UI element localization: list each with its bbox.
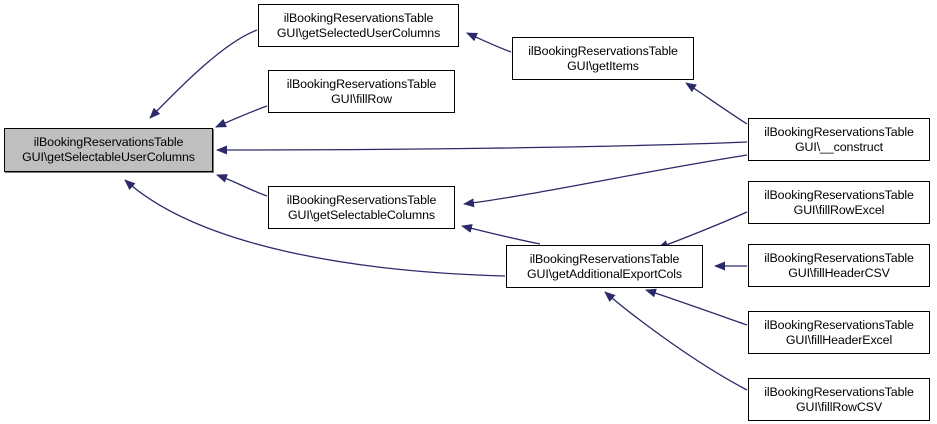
node-label-line1: ilBookingReservationsTable <box>33 135 184 149</box>
node-getAdditionalExportCols[interactable]: ilBookingReservationsTable GUI\getAdditi… <box>506 245 703 288</box>
edge-fillRow-to-getSelectableUserColumns <box>215 105 268 128</box>
node-fillRowCSV[interactable]: ilBookingReservationsTable GUI\fillRowCS… <box>748 378 930 421</box>
node-label-line2: GUI\fillRow <box>331 91 392 106</box>
edge-construct-to-getSelectableColumns <box>463 154 748 208</box>
edge-construct-to-getSelectableUserColumns <box>216 141 748 155</box>
node-label-line1: ilBookingReservationsTable <box>764 124 914 139</box>
edge-fillRowCSV-to-getAdditionalExportCols <box>604 291 748 391</box>
node-label-line2: GUI\fillHeaderExcel <box>785 332 893 347</box>
node-label-line2: GUI\fillRowExcel <box>793 202 885 217</box>
node-label-line1: ilBookingReservationsTable <box>529 251 680 266</box>
node-getItems[interactable]: ilBookingReservationsTable GUI\getItems <box>512 37 694 80</box>
node-fillHeaderExcel[interactable]: ilBookingReservationsTable GUI\fillHeade… <box>748 311 930 354</box>
node-label-line1: ilBookingReservationsTable <box>283 10 434 25</box>
node-fillRowExcel[interactable]: ilBookingReservationsTable GUI\fillRowEx… <box>748 181 930 224</box>
node-label-line1: ilBookingReservationsTable <box>286 76 437 91</box>
node-label-line2: GUI\getSelectableColumns <box>287 207 436 222</box>
node-getSelectedUserColumns[interactable]: ilBookingReservationsTable GUI\getSelect… <box>258 4 459 47</box>
node-getSelectableUserColumns[interactable]: ilBookingReservationsTable GUI\getSelect… <box>4 128 213 172</box>
edge-fillRowExcel-to-getAdditionalExportCols <box>657 211 748 249</box>
edge-getSelectableColumns-to-getSelectableUserColumns <box>216 174 268 197</box>
node-label-line2: GUI\fillHeaderCSV <box>788 265 890 280</box>
edge-getSelectedUserColumns-to-getSelectableUserColumns <box>149 29 258 119</box>
node-label-line2: GUI\fillRowCSV <box>795 399 883 414</box>
node-label-line1: ilBookingReservationsTable <box>764 187 914 202</box>
node-label-line2: GUI\getSelectedUserColumns <box>276 25 441 40</box>
edge-fillHeaderExcel-to-getAdditionalExportCols <box>645 288 748 326</box>
node-label-line1: ilBookingReservationsTable <box>286 192 437 207</box>
node-label-line1: ilBookingReservationsTable <box>764 250 914 265</box>
edge-getItems-to-getSelectedUserColumns <box>466 32 512 53</box>
edge-getAdditionalExportCols-to-getSelectableColumns <box>461 224 541 245</box>
node-fillHeaderCSV[interactable]: ilBookingReservationsTable GUI\fillHeade… <box>748 244 930 287</box>
node-label-line1: ilBookingReservationsTable <box>764 384 914 399</box>
node-label-line1: ilBookingReservationsTable <box>764 317 914 332</box>
node-label-line2: GUI\getItems <box>567 58 639 73</box>
node-label-line1: ilBookingReservationsTable <box>528 43 678 58</box>
node-getSelectableColumns[interactable]: ilBookingReservationsTable GUI\getSelect… <box>268 186 455 229</box>
node-fillRow[interactable]: ilBookingReservationsTable GUI\fillRow <box>268 70 455 113</box>
edge-getAdditionalExportCols-to-getSelectableUserColumns <box>124 179 506 277</box>
node-label-line2: GUI\getSelectableUserColumns <box>22 150 195 164</box>
node-label-line2: GUI\getAdditionalExportCols <box>526 266 682 281</box>
node-construct[interactable]: ilBookingReservationsTable GUI\__constru… <box>748 118 930 161</box>
node-label-line2: GUI\__construct <box>794 139 884 154</box>
edge-construct-to-getItems <box>685 82 748 125</box>
